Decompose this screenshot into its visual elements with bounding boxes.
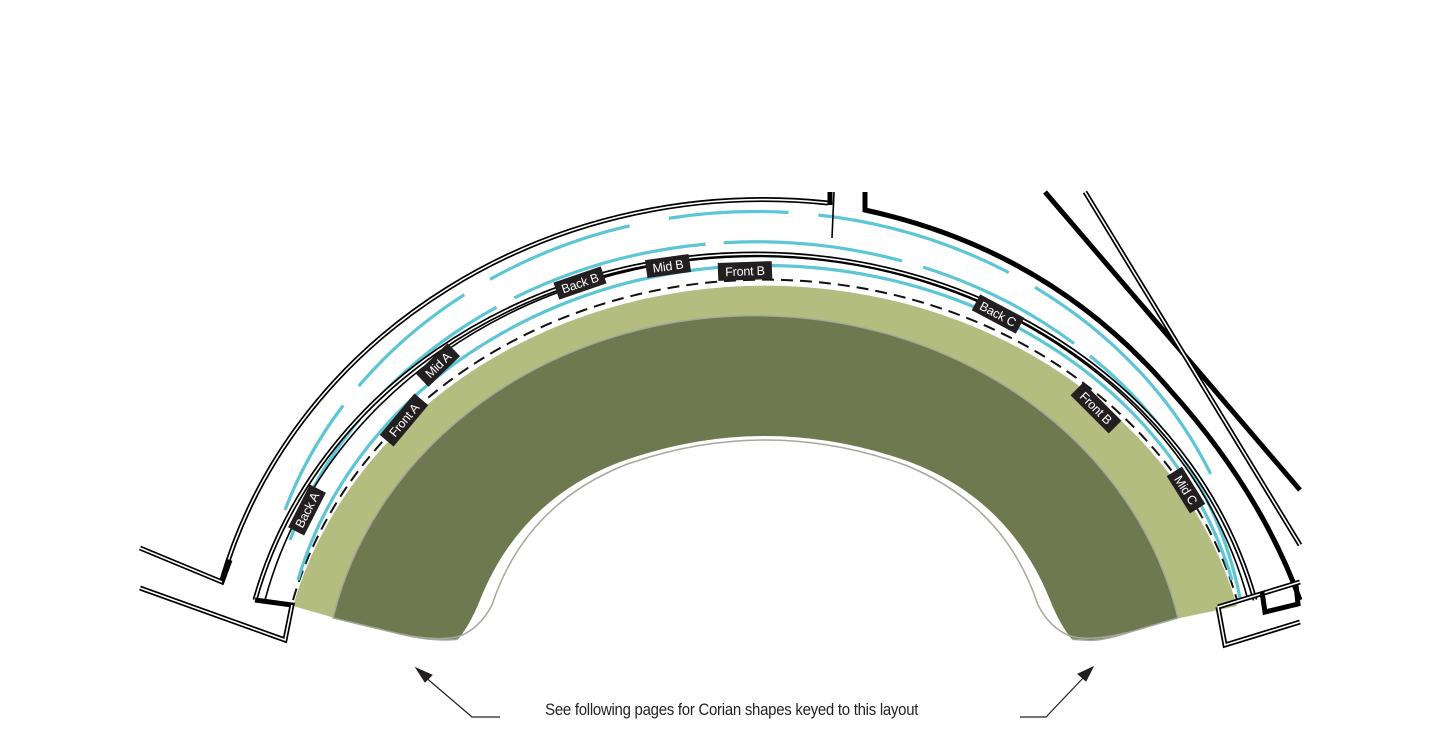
outer-curved-wall-right — [862, 192, 1303, 601]
outer-curved-wall-left-core — [221, 198, 829, 581]
label-back-c: Back C — [971, 294, 1025, 334]
right-arrow-head-icon — [1077, 665, 1095, 682]
caption-arrows — [414, 665, 1095, 718]
left-wall-return-upper-core — [139, 547, 223, 583]
left-arrow-head-icon — [414, 666, 433, 683]
diagonal-wall-1 — [1043, 190, 1302, 492]
layout-caption: See following pages for Corian shapes ke… — [545, 700, 919, 719]
label-mid-b: Mid B — [644, 254, 692, 278]
right-end-box-core — [1217, 581, 1301, 647]
diagonal-wall-2-core — [1084, 191, 1301, 546]
arch-opening — [430, 436, 1100, 660]
label-mid-b-text: Mid B — [652, 257, 685, 275]
right-arrow-leader — [1020, 675, 1086, 718]
wall-break-left — [831, 191, 835, 239]
inner-curved-wall-core — [254, 253, 1256, 601]
left-arrow-leader — [423, 675, 500, 718]
walls — [139, 190, 1303, 649]
label-front-b-top: Front B — [717, 261, 773, 281]
label-front-b-top-text: Front B — [725, 264, 765, 279]
inner-curved-wall-liner — [264, 255, 1249, 601]
left-wall-return-lower-core — [139, 587, 293, 642]
back-light-line — [283, 209, 1232, 521]
shape-labels: Back A Front A Mid A Back B Mid B Front … — [288, 254, 1206, 536]
arch-opening-edge — [399, 439, 1131, 640]
counter-surfaces — [293, 285, 1237, 660]
right-end-small-box — [1259, 584, 1301, 616]
front-edge-dashed-line — [292, 278, 1238, 601]
